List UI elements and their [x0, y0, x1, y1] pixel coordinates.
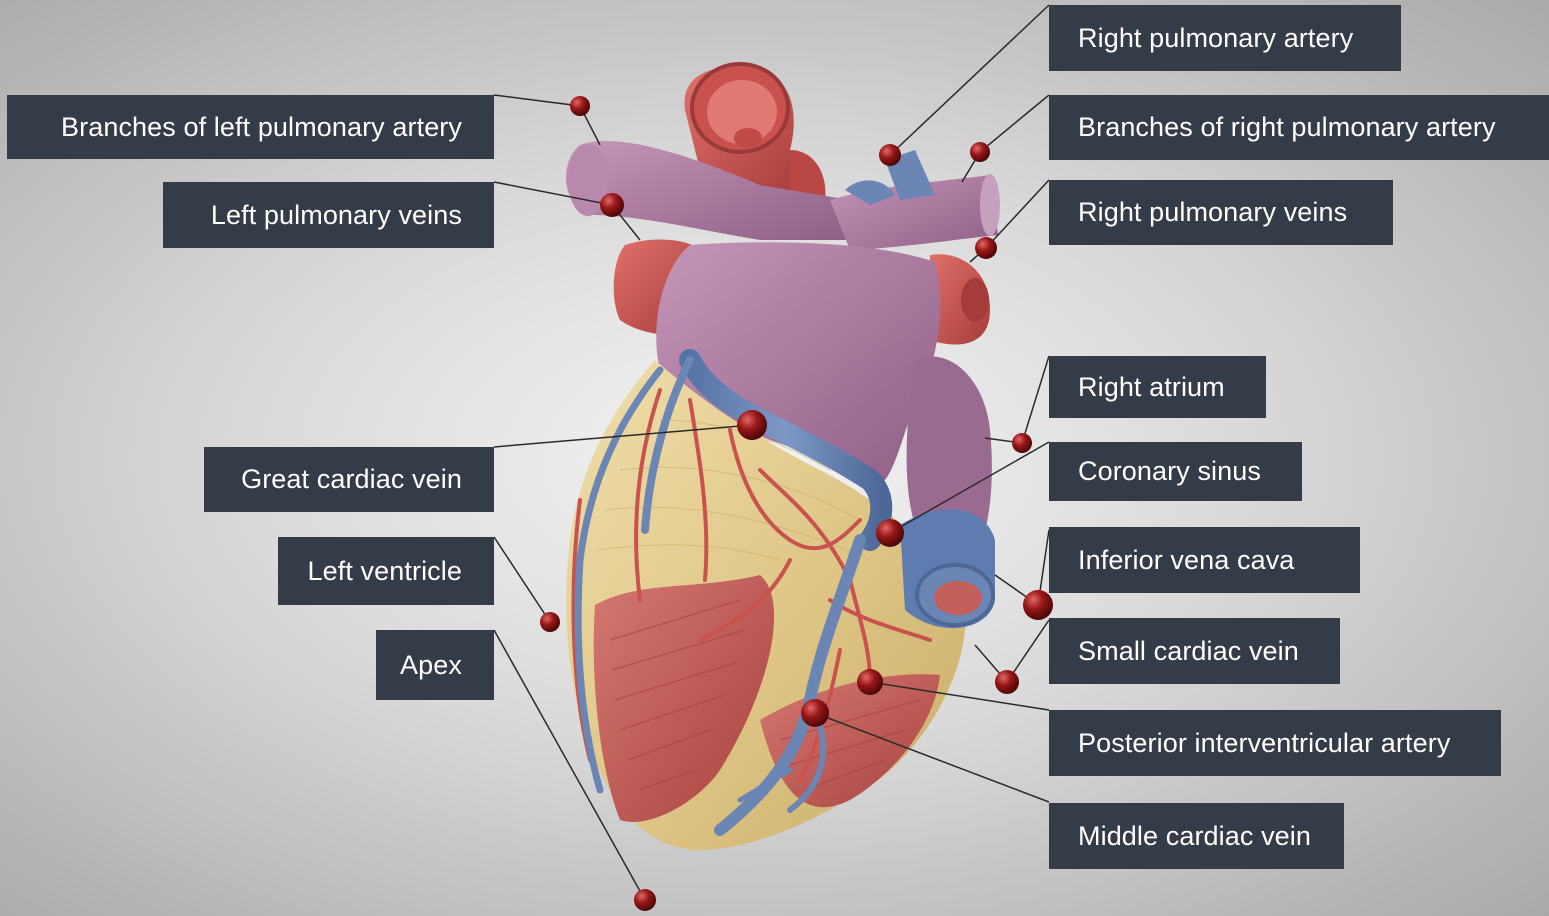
pin-right-pulmonary-artery	[879, 144, 901, 166]
label-text: Right pulmonary veins	[1078, 197, 1347, 228]
label-middle-cardiac-vein: Middle cardiac vein	[1049, 803, 1344, 869]
label-text: Coronary sinus	[1078, 456, 1261, 487]
label-text: Left ventricle	[308, 556, 462, 587]
pin-inferior-vena-cava	[1023, 590, 1053, 620]
label-text: Branches of left pulmonary artery	[61, 112, 462, 143]
label-small-cardiac-vein: Small cardiac vein	[1049, 618, 1340, 684]
label-text: Inferior vena cava	[1078, 545, 1294, 576]
label-inferior-vena-cava: Inferior vena cava	[1049, 527, 1360, 593]
pin-posterior-interventricular-artery	[857, 669, 883, 695]
label-text: Left pulmonary veins	[211, 200, 462, 231]
right-pulmonary-artery	[830, 150, 1000, 250]
label-text: Right pulmonary artery	[1078, 23, 1353, 54]
label-text: Apex	[400, 650, 462, 681]
pin-apex	[634, 889, 656, 911]
pin-branches-right-pulmonary-artery	[970, 142, 990, 162]
label-text: Middle cardiac vein	[1078, 821, 1311, 852]
label-branches-right-pulmonary-artery: Branches of right pulmonary artery	[1049, 95, 1549, 160]
pin-small-cardiac-vein	[995, 670, 1019, 694]
label-branches-left-pulmonary-artery: Branches of left pulmonary artery	[7, 95, 494, 159]
pin-left-ventricle	[540, 612, 560, 632]
label-right-pulmonary-artery: Right pulmonary artery	[1049, 5, 1401, 71]
pin-left-pulmonary-veins	[600, 193, 624, 217]
label-text: Branches of right pulmonary artery	[1078, 112, 1496, 143]
label-text: Great cardiac vein	[241, 464, 462, 495]
label-right-pulmonary-veins: Right pulmonary veins	[1049, 180, 1393, 245]
label-left-pulmonary-veins: Left pulmonary veins	[163, 182, 494, 248]
inferior-vena-cava	[900, 509, 995, 628]
label-text: Small cardiac vein	[1078, 636, 1299, 667]
pin-right-pulmonary-veins	[975, 237, 997, 259]
label-text: Right atrium	[1078, 372, 1225, 403]
label-text: Posterior interventricular artery	[1078, 728, 1450, 759]
label-apex: Apex	[376, 630, 494, 700]
pin-great-cardiac-vein	[737, 410, 767, 440]
pin-right-atrium	[1012, 433, 1032, 453]
pin-middle-cardiac-vein	[801, 699, 829, 727]
label-left-ventricle: Left ventricle	[278, 537, 494, 605]
label-right-atrium: Right atrium	[1049, 356, 1266, 418]
label-posterior-interventricular-artery: Posterior interventricular artery	[1049, 710, 1501, 776]
pin-coronary-sinus	[876, 519, 904, 547]
label-great-cardiac-vein: Great cardiac vein	[204, 447, 494, 512]
pin-branches-left-pulmonary-artery	[570, 96, 590, 116]
label-coronary-sinus: Coronary sinus	[1049, 442, 1302, 501]
